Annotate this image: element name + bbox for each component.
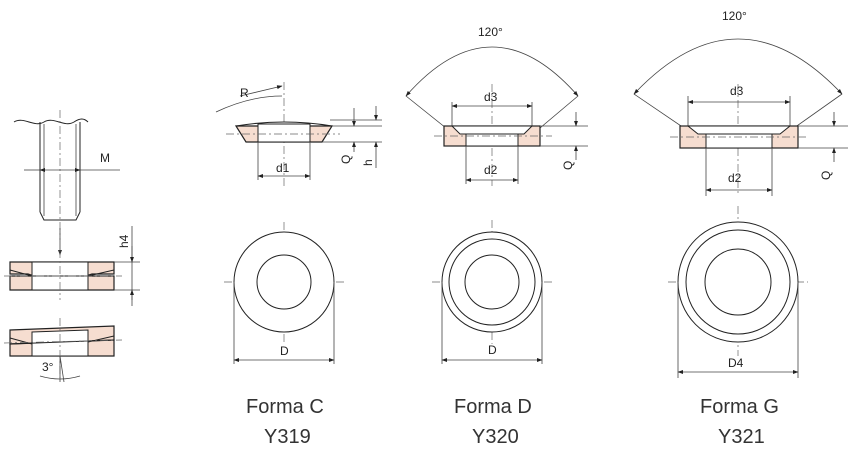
form-d-d-label: D — [488, 343, 497, 357]
form-g-d3-label: d3 — [730, 84, 744, 98]
form-d-code: Y320 — [472, 426, 519, 448]
bolt-angle-label: 3° — [42, 360, 54, 374]
form-c-code: Y319 — [264, 426, 311, 448]
form-d-q-label: Q — [561, 161, 575, 170]
form-g-angle-label: 120° — [722, 9, 747, 23]
form-c-caption: Forma C — [246, 396, 324, 418]
form-c-q-label: Q — [339, 155, 353, 164]
form-g-drawing: 120° d3 Q d2 D4 Form — [633, 9, 848, 448]
form-g-q-label: Q — [819, 171, 833, 180]
form-d-caption: Forma D — [454, 396, 532, 418]
bolt-h4-label: h4 — [117, 234, 131, 248]
form-c-r-label: R — [240, 86, 249, 100]
form-g-caption: Forma G — [700, 396, 779, 418]
form-d-d3-label: d3 — [484, 90, 498, 104]
form-c-d-label: D — [280, 344, 289, 358]
form-g-d2-label: d2 — [728, 171, 742, 185]
form-d-drawing: 120° d3 Q d2 D Forma D — [405, 25, 588, 448]
form-g-code: Y321 — [718, 426, 765, 448]
form-c-drawing: R Q h d1 D Forma C Y319 — [215, 82, 382, 448]
form-g-d4-label: D4 — [728, 356, 744, 370]
form-d-angle-label: 120° — [478, 25, 503, 39]
form-c-d1-label: d1 — [276, 161, 290, 175]
form-d-d2-label: d2 — [484, 163, 498, 177]
bolt-assembly: M h4 3° — [3, 110, 140, 383]
form-c-h-label: h — [361, 159, 375, 166]
bolt-m-label: M — [100, 151, 110, 165]
